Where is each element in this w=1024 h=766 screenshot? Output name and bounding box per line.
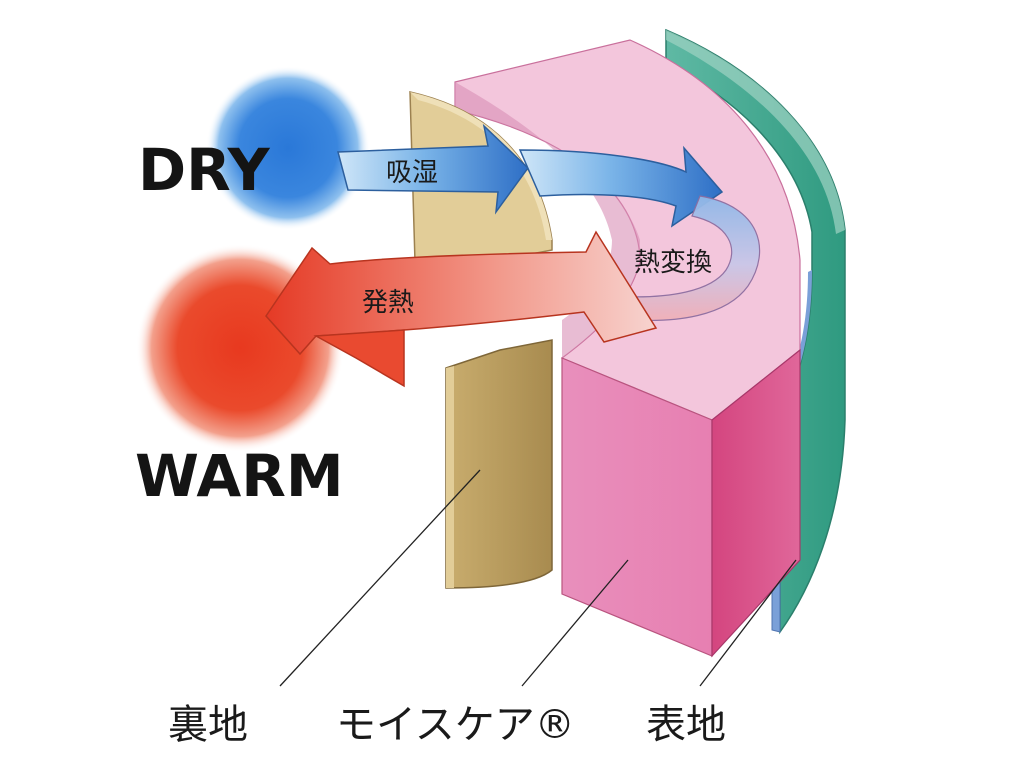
warm-label: WARM (135, 442, 344, 510)
outer-caption: 表地 (646, 702, 726, 748)
lining-leader-line (279, 469, 481, 687)
heat-exchange-arrow (518, 145, 761, 321)
dry-label: DRY (138, 136, 271, 204)
moiscare-layer (454, 39, 801, 658)
dry-circle (206, 66, 370, 230)
moiscare-caption: モイスケア® (336, 702, 575, 748)
heat-exchange-label: 熱変換 (634, 248, 712, 278)
heat-generation-arrow (265, 230, 658, 388)
absorb-arrow (337, 123, 529, 215)
moiscare-leader-line (521, 559, 629, 687)
lining-caption: 裏地 (168, 702, 248, 748)
absorb-label: 吸湿 (386, 158, 438, 188)
outer-leader-line (699, 559, 797, 687)
heat-generation-label: 発熱 (362, 288, 414, 318)
